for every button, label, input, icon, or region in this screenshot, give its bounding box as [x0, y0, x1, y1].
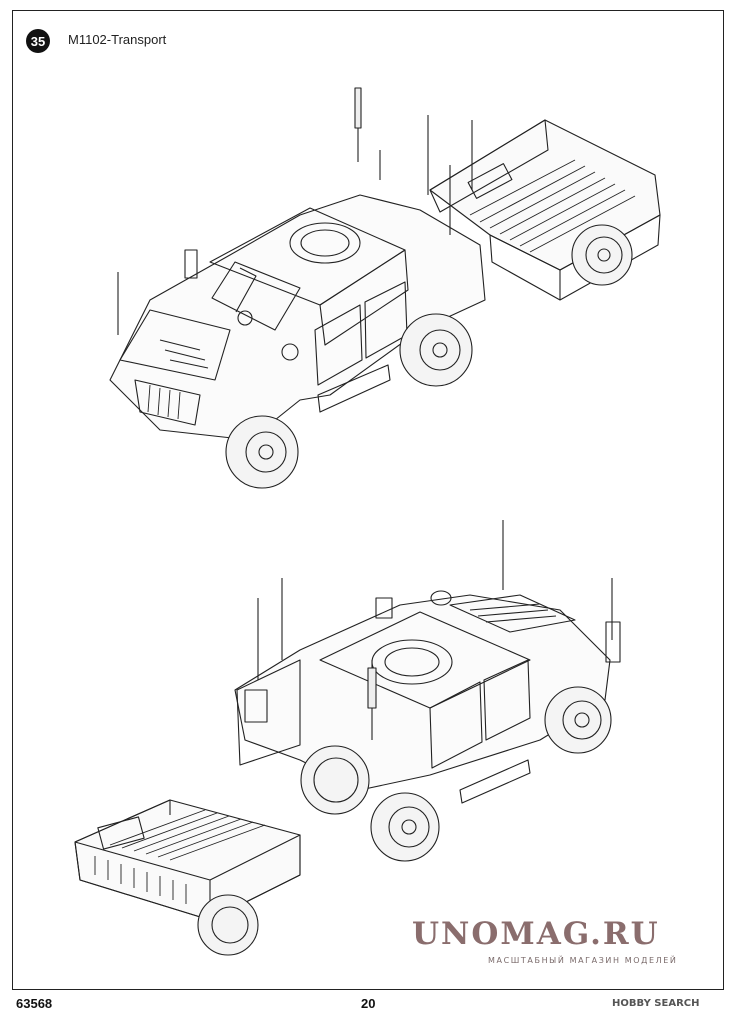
top-vehicle-drawing — [109, 87, 661, 489]
bottom-vehicle-drawing — [74, 520, 621, 956]
source-watermark: HOBBY SEARCH — [612, 998, 700, 1009]
kit-number: 63568 — [16, 996, 53, 1011]
page-number: 20 — [361, 996, 376, 1011]
watermark-logo: UNOMAG.RU — [412, 916, 660, 952]
watermark-subtitle: МАСШТАБНЫЙ МАГАЗИН МОДЕЛЕЙ — [488, 956, 678, 965]
step-title: M1102-Transport — [68, 32, 167, 47]
step-number: 35 — [30, 33, 46, 49]
step-number-badge: 35 — [26, 29, 50, 53]
page-frame — [12, 10, 724, 990]
